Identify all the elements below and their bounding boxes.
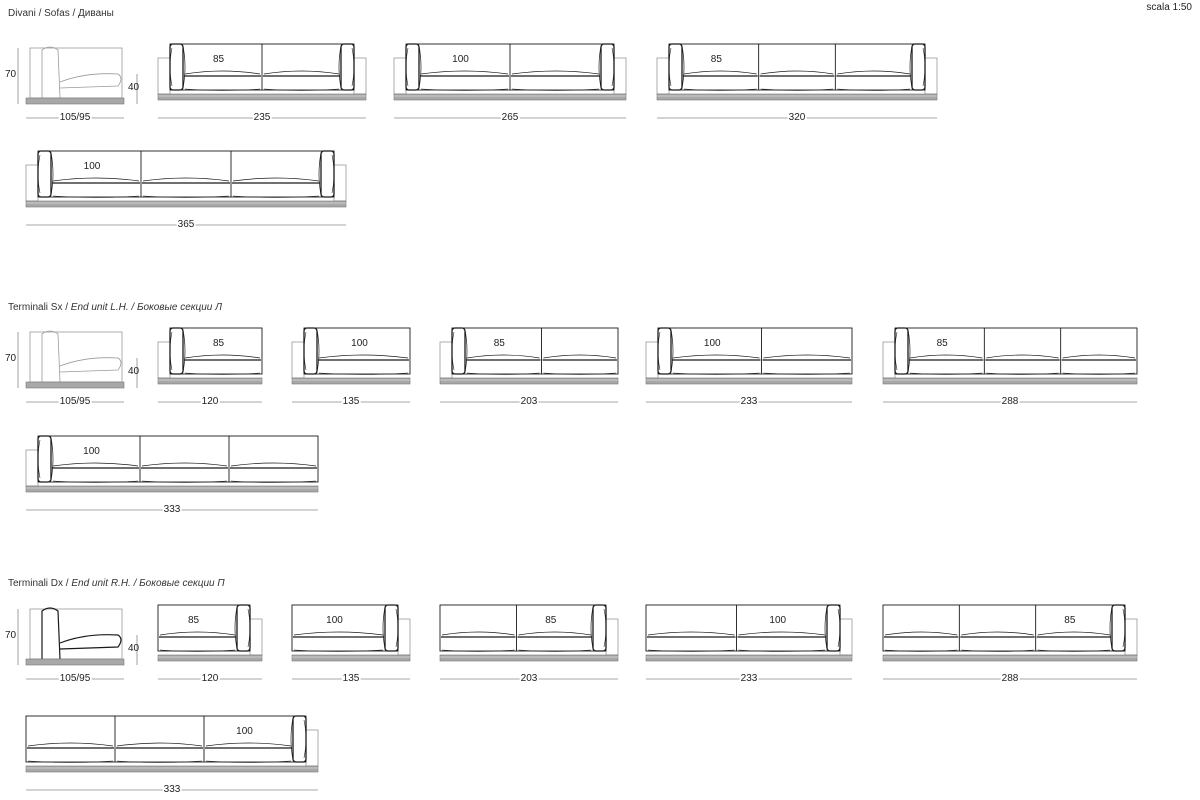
- cushion-depth-label: 85: [493, 338, 505, 349]
- sofa-unit-120: 85 120: [157, 604, 263, 689]
- cushion-depth-label: 85: [212, 338, 225, 349]
- sofa-unit-233: 100 233: [645, 327, 853, 412]
- sofa-unit-265: 100 265: [393, 43, 627, 128]
- cushion-depth-label: 100: [703, 338, 721, 349]
- side-view-drawing: 70 40 105/95: [5, 605, 146, 685]
- sofa-unit-333: 100 333: [25, 435, 319, 520]
- width-dimension-label: 203: [519, 396, 539, 407]
- sofa-unit-288: 85 288: [882, 327, 1138, 412]
- cushion-depth-label: 100: [236, 726, 253, 737]
- width-dimension-label: 333: [162, 784, 182, 795]
- seat-height-label: 40: [128, 82, 140, 93]
- section-title-end-left: Terminali Sx / End unit L.H. / Боковые с…: [8, 302, 222, 313]
- seat-height-label: 40: [128, 366, 140, 377]
- cushion-depth-label: 100: [83, 161, 101, 172]
- cushion-depth-label: 100: [83, 446, 100, 457]
- cushion-depth-label: 85: [936, 338, 948, 349]
- cushion-depth-label: 85: [710, 54, 722, 65]
- cushion-depth-label: 85: [212, 54, 225, 65]
- width-dimension-label: 365: [176, 219, 196, 230]
- sofa-unit-320: 85 320: [656, 43, 938, 128]
- width-dimension-label: 265: [500, 112, 520, 123]
- side-view-drawing: 70 40 105/95: [5, 328, 146, 408]
- height-label: 70: [5, 353, 17, 364]
- cushion-depth-label: 85: [187, 615, 200, 626]
- sofa-unit-233: 100 233: [645, 604, 853, 689]
- seat-height-label: 40: [128, 643, 140, 654]
- depth-label: 105/95: [58, 396, 92, 407]
- cushion-depth-label: 100: [351, 338, 368, 349]
- width-dimension-label: 135: [341, 673, 361, 684]
- sofa-unit-235: 85 235: [157, 43, 367, 128]
- cushion-depth-label: 100: [769, 615, 787, 626]
- width-dimension-label: 320: [787, 112, 807, 123]
- sofa-unit-120: 85 120: [157, 327, 263, 412]
- section-title-sofas: Divani / Sofas / Диваны: [8, 8, 114, 19]
- section-title-primary: Terminali Dx /: [8, 578, 72, 589]
- cushion-depth-label: 100: [326, 615, 343, 626]
- sofa-unit-135: 100 135: [291, 604, 411, 689]
- cushion-depth-label: 85: [545, 615, 557, 626]
- width-dimension-label: 235: [252, 112, 272, 123]
- sofa-unit-333: 100 333: [25, 715, 319, 800]
- cushion-depth-label: 85: [1064, 615, 1076, 626]
- width-dimension-label: 233: [739, 396, 759, 407]
- scale-label: scala 1:50: [1146, 2, 1192, 13]
- sofa-unit-203: 85 203: [439, 327, 619, 412]
- sofa-unit-135: 100 135: [291, 327, 411, 412]
- sofa-unit-288: 85 288: [882, 604, 1138, 689]
- width-dimension-label: 203: [519, 673, 539, 684]
- height-label: 70: [5, 69, 17, 80]
- section-title-translation: End unit L.H. / Боковые секции Л: [70, 302, 222, 313]
- width-dimension-label: 120: [200, 396, 220, 407]
- sofa-unit-365: 100 365: [25, 150, 347, 235]
- section-title-translation: End unit R.H. / Боковые секции П: [71, 578, 225, 589]
- width-dimension-label: 333: [162, 504, 182, 515]
- width-dimension-label: 233: [739, 673, 759, 684]
- section-title-translation: Sofas / Диваны: [44, 8, 114, 19]
- section-title-primary: Terminali Sx /: [8, 302, 71, 313]
- depth-label: 105/95: [58, 673, 92, 684]
- section-title-end-right: Terminali Dx / End unit R.H. / Боковые с…: [8, 578, 225, 589]
- height-label: 70: [5, 630, 17, 641]
- width-dimension-label: 288: [1000, 396, 1020, 407]
- sofa-unit-203: 85 203: [439, 604, 619, 689]
- section-title-primary: Divani /: [8, 8, 45, 19]
- width-dimension-label: 120: [200, 673, 220, 684]
- cushion-depth-label: 100: [452, 54, 469, 65]
- depth-label: 105/95: [58, 112, 92, 123]
- width-dimension-label: 288: [1000, 673, 1020, 684]
- width-dimension-label: 135: [341, 396, 361, 407]
- side-view-drawing: 70 40 105/95: [5, 44, 146, 124]
